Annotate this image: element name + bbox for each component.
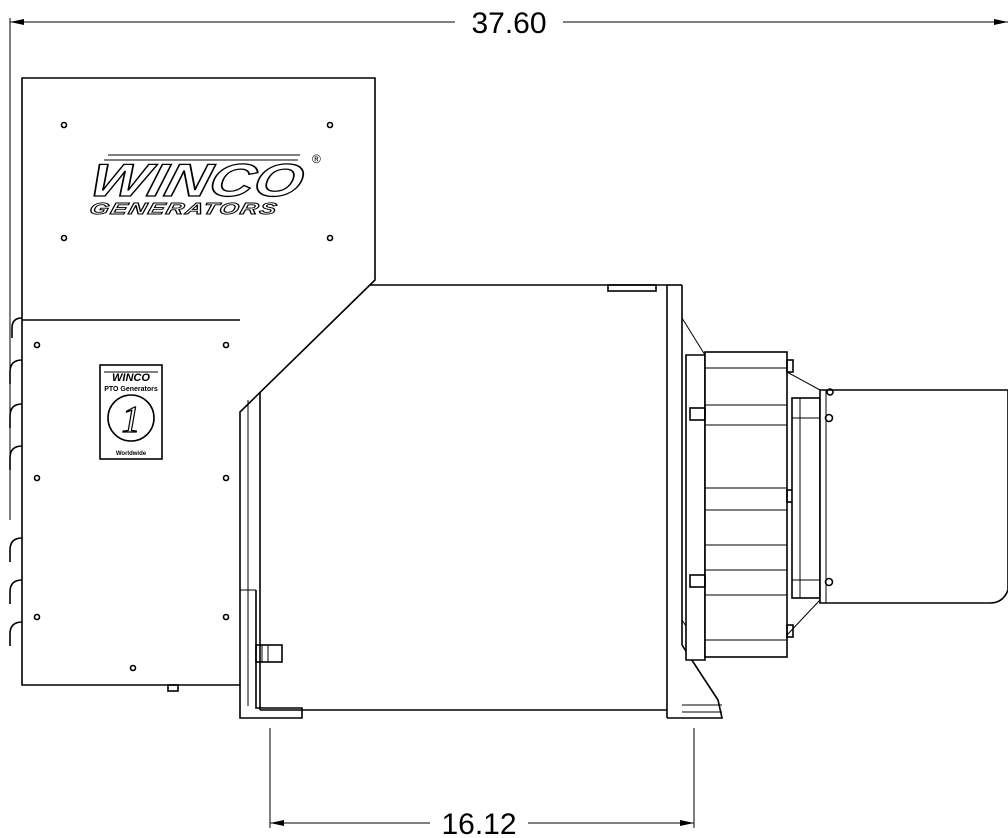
control-box (9, 77, 376, 692)
gearbox (791, 388, 1008, 604)
foot-spacing-label: 16.12 (441, 808, 516, 838)
winco-logo: WINCO GENERATORS ® (84, 152, 321, 218)
logo-subtitle: GENERATORS (88, 200, 280, 218)
registered-mark: ® (312, 152, 321, 166)
pto-badge: WINCO PTO Generators 1 Worldwide (99, 364, 163, 460)
overall-width-dimension: 37.60 (9, 7, 1008, 520)
foot-spacing-dimension: 16.12 (269, 728, 695, 838)
badge-number: 1 (122, 399, 141, 441)
logo-brand: WINCO (85, 155, 310, 206)
screw-holes (33, 121, 334, 672)
drive-adapter (685, 351, 821, 661)
badge-brand: WINCO (112, 372, 150, 384)
badge-footer: Worldwide (116, 451, 147, 457)
badge-line: PTO Generators (104, 386, 158, 393)
overall-width-label: 37.60 (471, 7, 546, 40)
